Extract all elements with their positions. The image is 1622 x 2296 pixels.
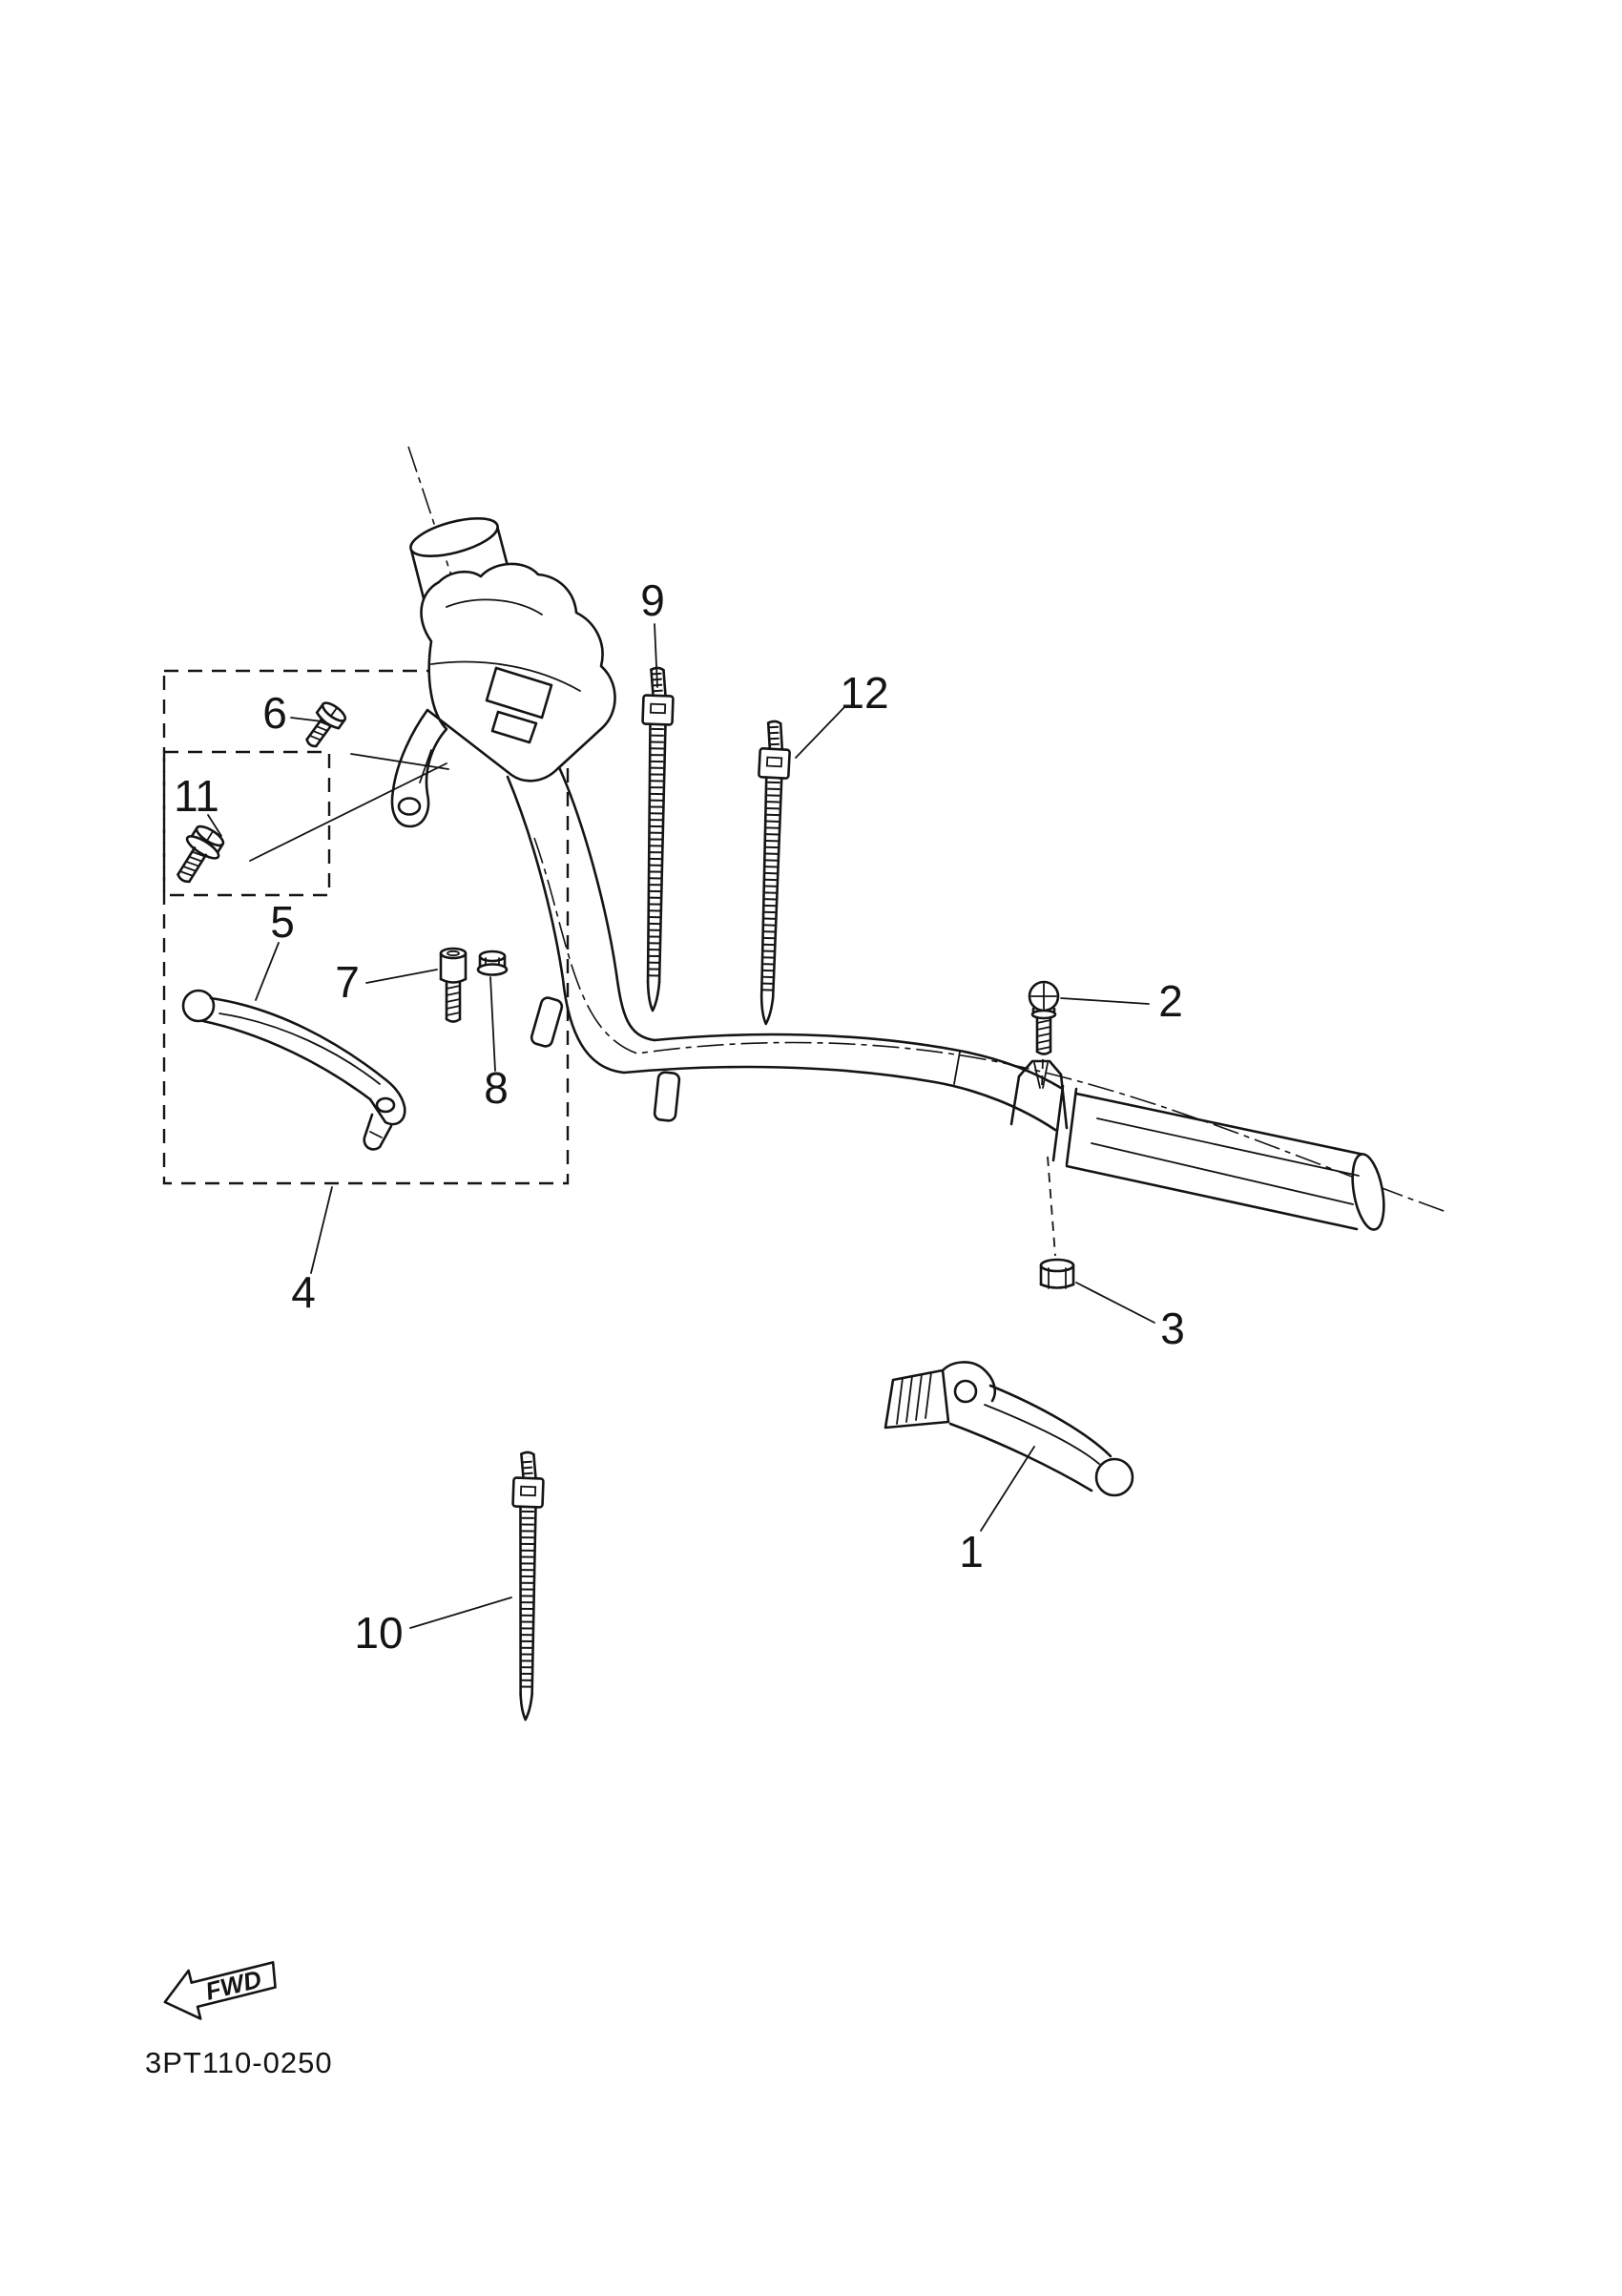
switch-button [485,666,553,720]
cable-guide-tab [653,1071,681,1122]
fwd-arrow-icon: FWD [163,1961,277,2020]
assembly-box-inner [162,750,331,897]
centerlines [407,446,1447,1213]
callout-12: 12 [840,668,888,718]
part-lever-5 [181,989,406,1151]
part-screw-11 [177,824,225,884]
part-cable-band-10 [511,1451,545,1722]
drawing-number: 3PT110-0250 [145,2046,333,2079]
fwd-label: FWD [202,1964,264,2005]
handlebar-grip [1065,1092,1385,1231]
part-screw-6 [305,701,347,748]
part-switch-housing [390,562,616,828]
part-screw-2 [1028,980,1060,1257]
callout-11: 11 [174,771,219,821]
part-cable-band-9 [641,666,675,1012]
leader-lines [207,623,1155,1629]
callout-9: 9 [640,575,665,625]
part-handlebar [409,517,1385,1231]
part-cable-band-12 [758,720,791,1026]
callout-6: 6 [262,688,287,738]
clamp-bolt-hole [397,797,422,816]
part-nut-3 [1039,1258,1075,1289]
part-nut-8 [476,950,509,976]
callout-5: 5 [270,897,295,947]
assembly-box-outer [162,669,570,1185]
callout-8: 8 [484,1063,509,1113]
callout-3: 3 [1160,1304,1185,1353]
switch-button [490,710,538,744]
callout-10: 10 [354,1608,403,1658]
callouts: 1 2 3 4 5 6 7 8 9 10 11 12 [174,575,1185,1658]
callout-4: 4 [291,1267,316,1317]
part-bolt-7 [439,947,468,1023]
callout-2: 2 [1158,976,1183,1026]
part-lever-1 [884,1361,1134,1497]
cable-guide-tab [530,996,564,1048]
lever-mount-boss [1009,1059,1069,1130]
callout-7: 7 [335,957,360,1007]
callout-1: 1 [959,1527,984,1576]
